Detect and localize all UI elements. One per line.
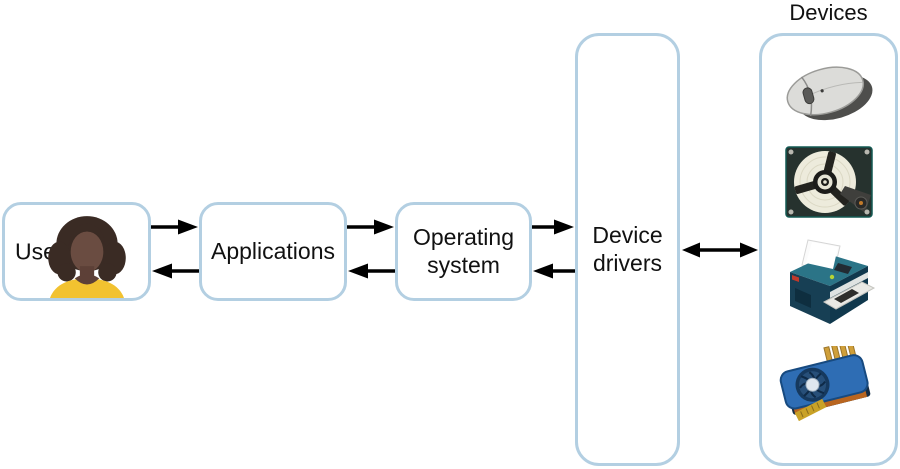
node-operating-system: Operating system [395,202,532,301]
node-device-drivers-label: Device drivers [592,222,663,276]
arrow-os-to-applications [348,263,395,279]
hard-disk-drive-icon [784,146,873,218]
node-device-drivers: Device drivers [575,33,680,466]
graphics-card-icon [779,345,870,421]
arrow-os-to-device-drivers [532,219,574,235]
arrow-applications-to-user [152,263,199,279]
node-user: User [2,202,151,301]
devices-column-title: Devices [789,0,868,25]
arrow-device-drivers-to-os [533,263,575,279]
arrow-user-to-applications [151,219,198,235]
user-avatar-icon [48,216,126,298]
arrow-device-drivers-devices-bidirectional [682,242,758,258]
mouse-icon [786,66,872,121]
node-applications-label: Applications [210,237,336,264]
node-applications: Applications [199,202,347,301]
node-devices [759,33,898,466]
arrow-applications-to-os [347,219,394,235]
node-operating-system-label: Operating system [412,224,514,278]
printer-icon [789,239,875,325]
